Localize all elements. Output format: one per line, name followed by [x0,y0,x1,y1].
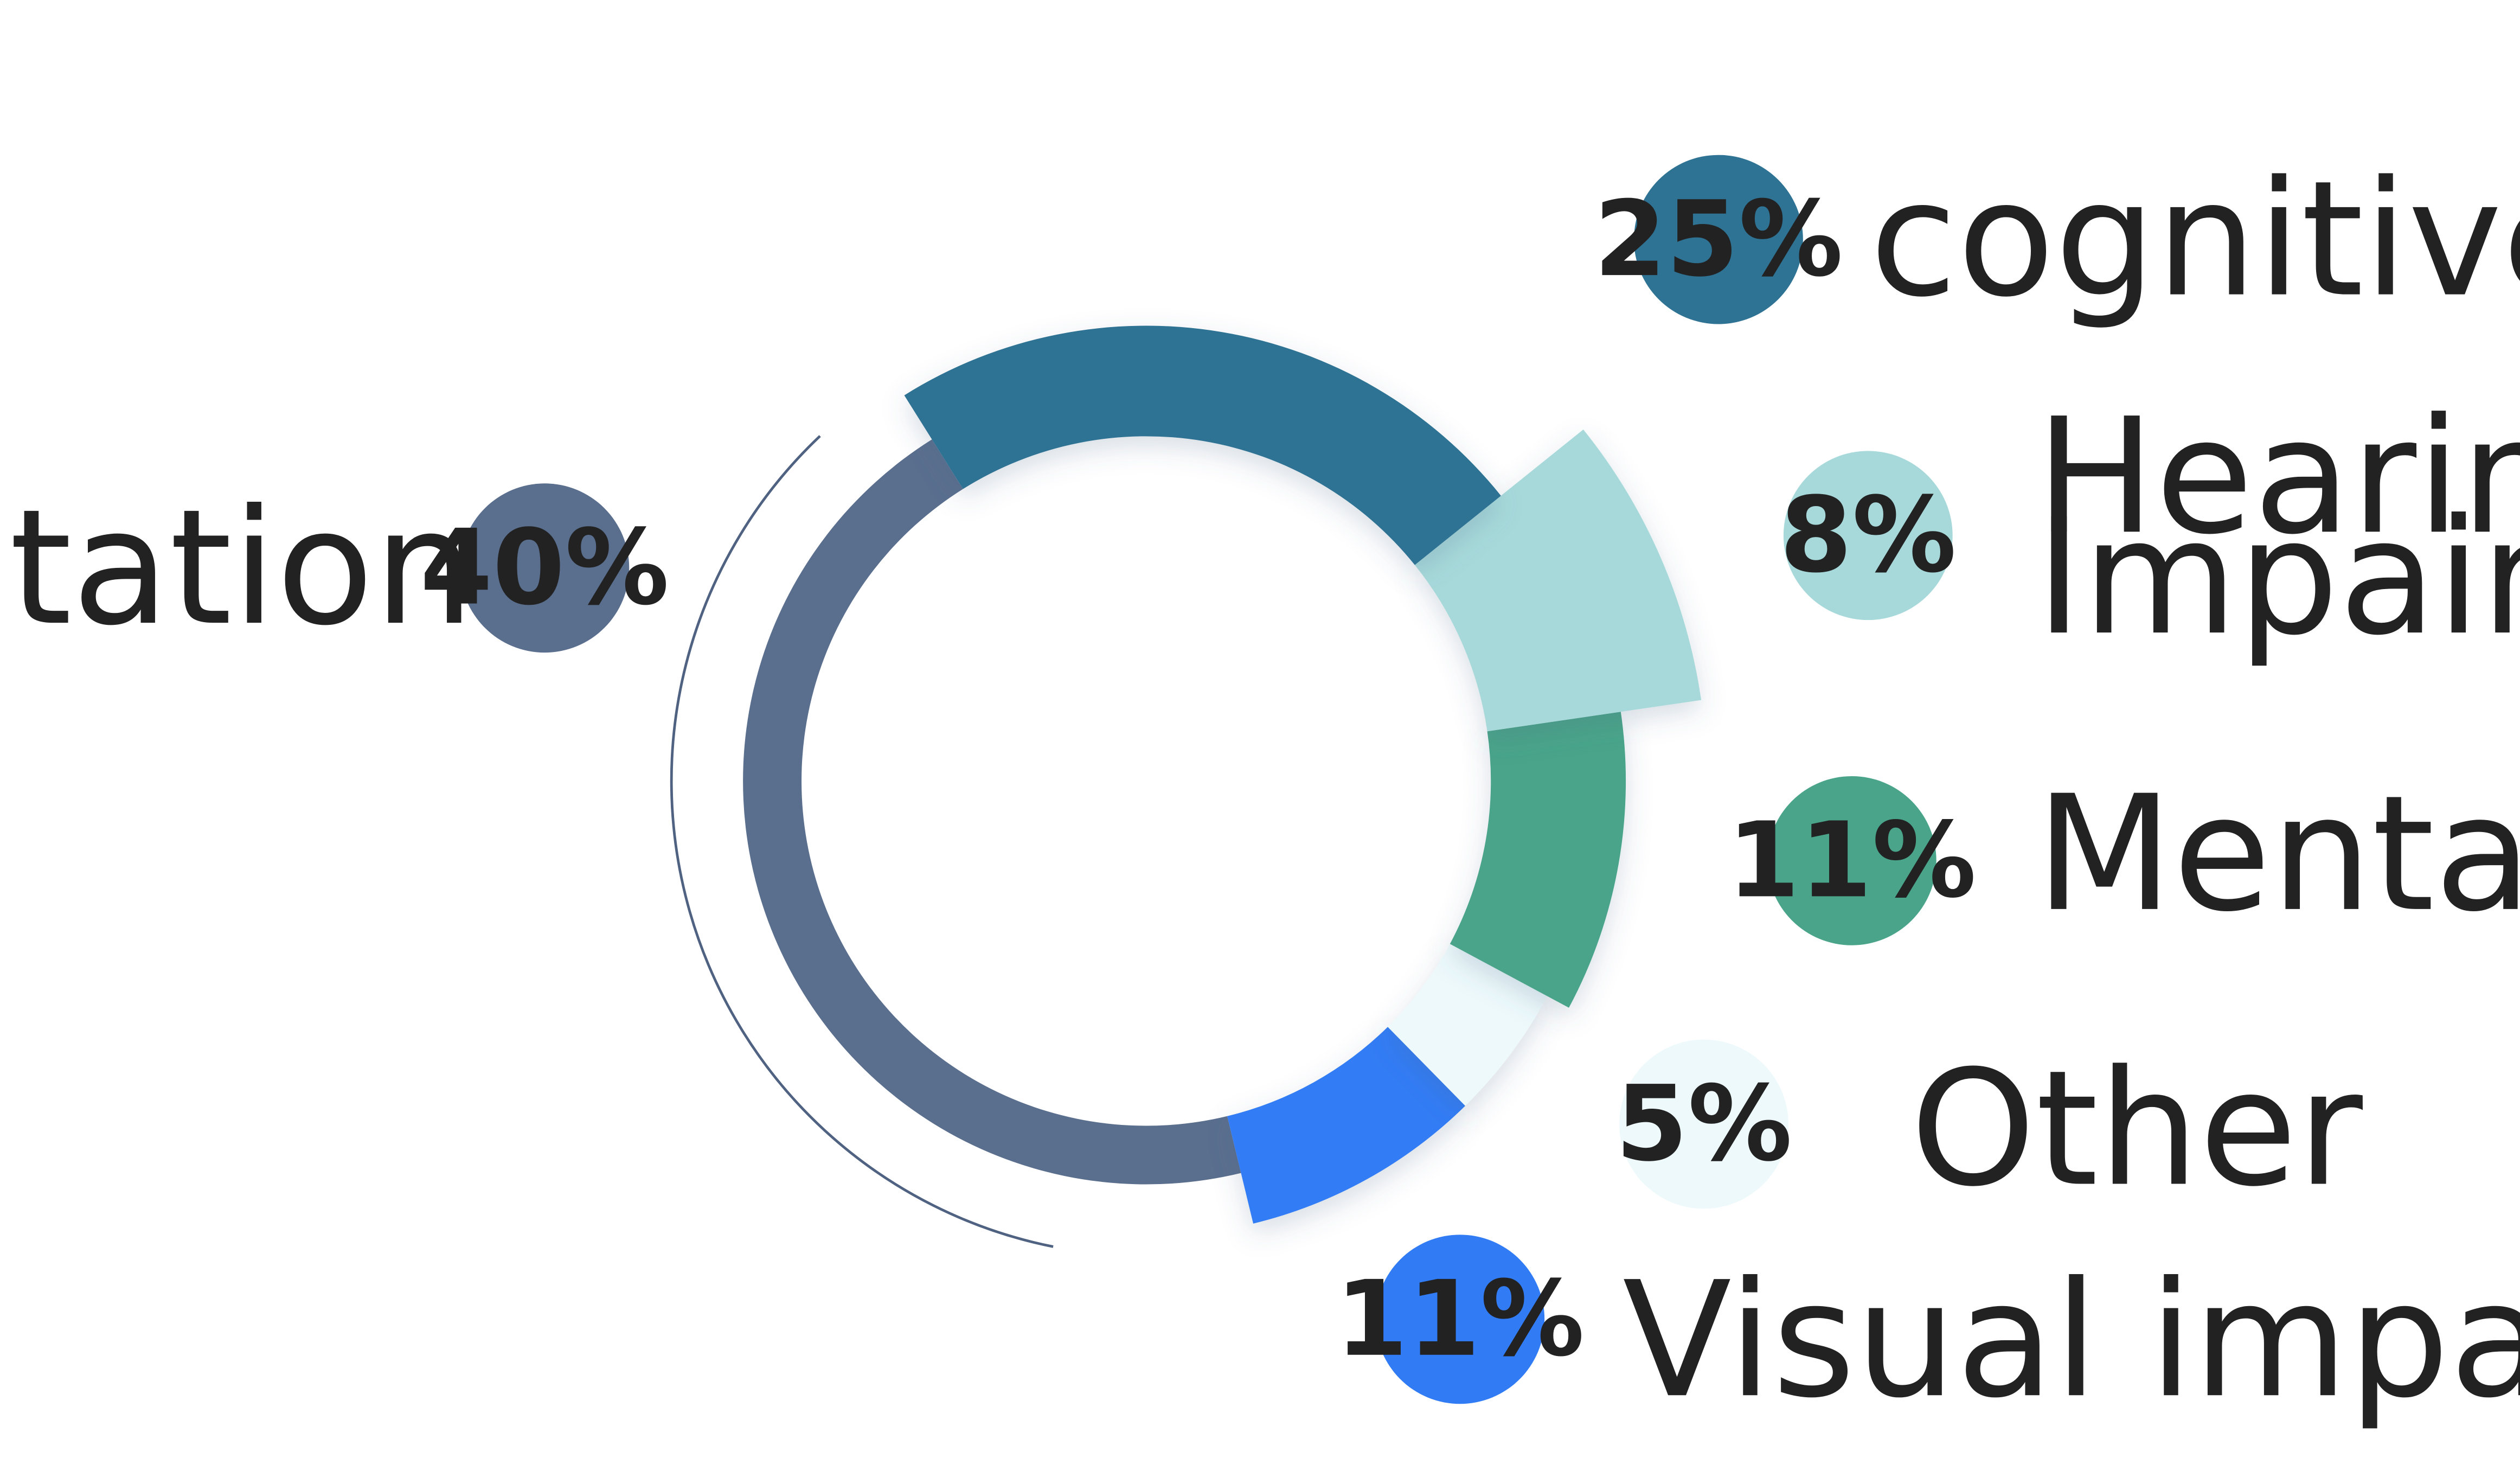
slice-label-group-physical: 40%physical limitation [0,475,669,661]
slice-hearing [1414,429,1702,732]
slice-cognitive [904,325,1501,565]
slice-label-group-hearing: 8% HearingImpairment [1780,384,2520,670]
category-label-mental: Mental limitation [2036,762,2520,947]
slice-visual [1227,1027,1466,1224]
category-label-physical: physical limitation [0,475,474,661]
value-badge-other [1619,1039,1788,1209]
data-label-hearing: 8% [1780,475,1957,596]
slice-label-group-visual: 11% Visual impairment [1336,1235,2520,1433]
category-label-hearing-line-1: Hearing [2036,384,2520,570]
value-badge-visual [1375,1235,1545,1404]
data-label-physical: 40% [420,508,669,629]
slice-physical [743,439,1241,1185]
value-badge-cognitive [1634,155,1803,324]
data-label-other: 5% [1615,1064,1792,1185]
data-label-mental: 11% [1727,800,1976,921]
slice-label-group-cognitive: 25%cognitive limitation [1594,147,2520,332]
category-label-other: Other [1910,1037,2364,1222]
data-label-cognitive: 25% [1594,179,1843,300]
category-label-hearing-line-2: Impairment [2036,485,2520,670]
slice-mental [1450,712,1626,1008]
value-badge-hearing [1783,451,1953,621]
category-label-visual: Visual impairment [1623,1248,2520,1433]
slice-label-group-other: 5% Other [1615,1037,2364,1222]
value-badge-physical [460,483,630,653]
slice-other [1388,944,1548,1106]
slice-label-group-mental: 11% Mental limitation [1727,762,2520,947]
category-label-cognitive: cognitive limitation [1870,147,2520,332]
data-label-visual: 11% [1336,1259,1585,1380]
decorative-accent-arc [670,435,1054,1248]
value-badge-mental [1767,776,1937,945]
